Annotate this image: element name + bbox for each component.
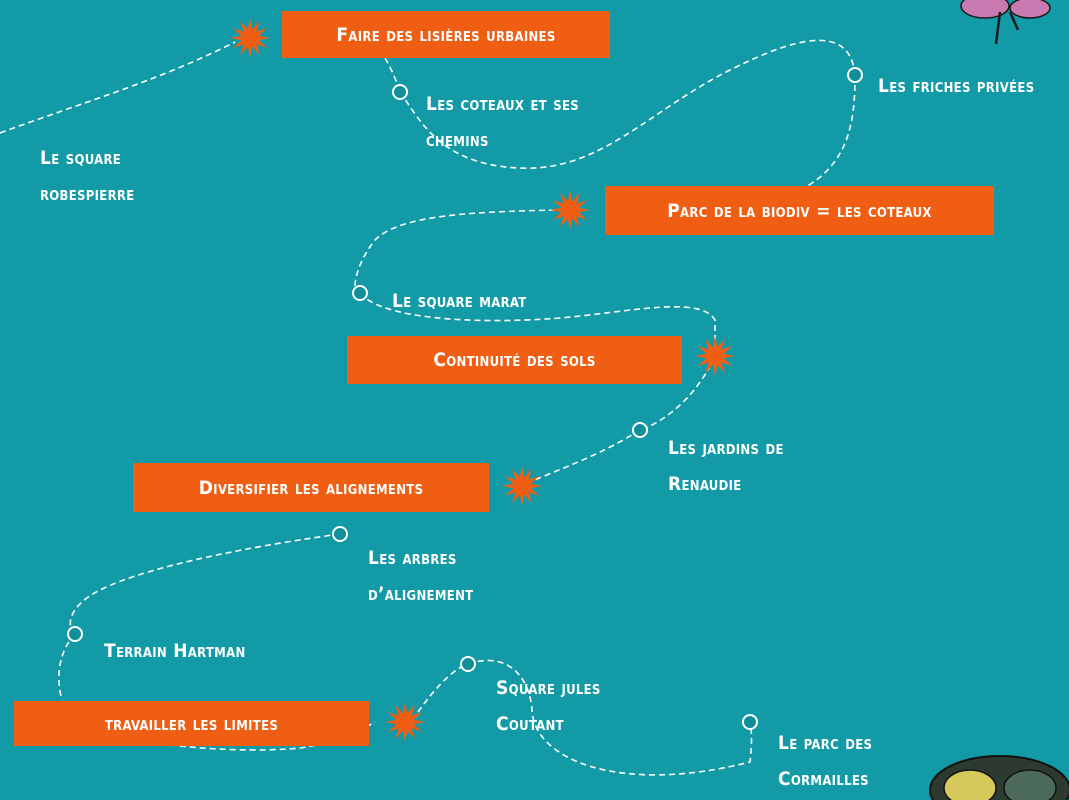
path-segment	[149, 721, 376, 751]
path-segment	[359, 292, 716, 348]
place-label-line: Le square	[40, 147, 122, 169]
place-dot-marker	[352, 285, 368, 301]
beetle-icon	[929, 755, 1069, 800]
starburst-icon	[550, 190, 590, 230]
place-dot-marker	[332, 526, 348, 542]
theme-banner-limites: travailler les limites	[14, 701, 369, 746]
place-label-coteaux: Les coteaux et ses chemins	[426, 86, 579, 158]
path-segment	[524, 429, 641, 485]
place-label-coutant: Square jules Coutant	[496, 670, 601, 742]
path-segment	[799, 74, 856, 191]
theme-banner-biodiv: Parc de la biodiv = les coteaux	[605, 186, 994, 235]
place-label-line: Square jules	[496, 677, 601, 699]
path-segment	[58, 633, 76, 701]
place-dot-marker	[460, 656, 476, 672]
place-dot-marker	[742, 714, 758, 730]
theme-banner-sols: Continuité des sols	[347, 336, 682, 384]
starburst-icon	[502, 466, 542, 506]
place-label-robespierre: Le square robespierre	[40, 140, 135, 212]
path-segment	[0, 41, 236, 134]
path-segment	[69, 533, 341, 635]
place-label-line: robespierre	[40, 183, 135, 205]
place-label-line: Le parc des	[778, 732, 873, 754]
place-dot-marker	[632, 422, 648, 438]
place-label-renaudie: Les jardins de Renaudie	[668, 430, 784, 502]
place-label-line: Les arbres	[368, 547, 457, 569]
place-label-line: Renaudie	[668, 473, 742, 495]
place-label-friches: Les friches privées	[878, 68, 1034, 104]
starburst-icon	[230, 18, 270, 58]
path-segment	[354, 209, 556, 294]
starburst-icon	[385, 702, 425, 742]
theme-banner-alignements: Diversifier les alignements	[133, 463, 489, 512]
place-label-line: chemins	[426, 129, 489, 151]
place-label-line: Coutant	[496, 713, 564, 735]
path-segment	[467, 659, 753, 776]
place-label-line: Les jardins de	[668, 437, 784, 459]
place-label-marat: Le square marat	[392, 283, 527, 319]
place-dot-marker	[392, 84, 408, 100]
place-label-arbres: Les arbres d’alignement	[368, 540, 473, 612]
place-label-line: Les coteaux et ses	[426, 93, 580, 115]
place-label-hartman: Terrain Hartman	[104, 633, 246, 669]
place-dot-marker	[67, 626, 83, 642]
path-segment	[399, 39, 856, 169]
place-label-line: d’alignement	[368, 583, 474, 605]
butterfly-icon	[960, 0, 1051, 45]
place-label-line: Le square marat	[392, 290, 527, 312]
place-dot-marker	[847, 67, 863, 83]
theme-banner-lisieres: Faire des lisières urbaines	[282, 11, 610, 58]
place-label-line: Terrain Hartman	[104, 640, 246, 662]
starburst-icon	[695, 336, 735, 376]
place-label-line: Les friches privées	[878, 75, 1035, 97]
place-label-cormailles: Le parc des Cormailles	[778, 725, 872, 797]
place-label-line: Cormailles	[778, 768, 869, 790]
